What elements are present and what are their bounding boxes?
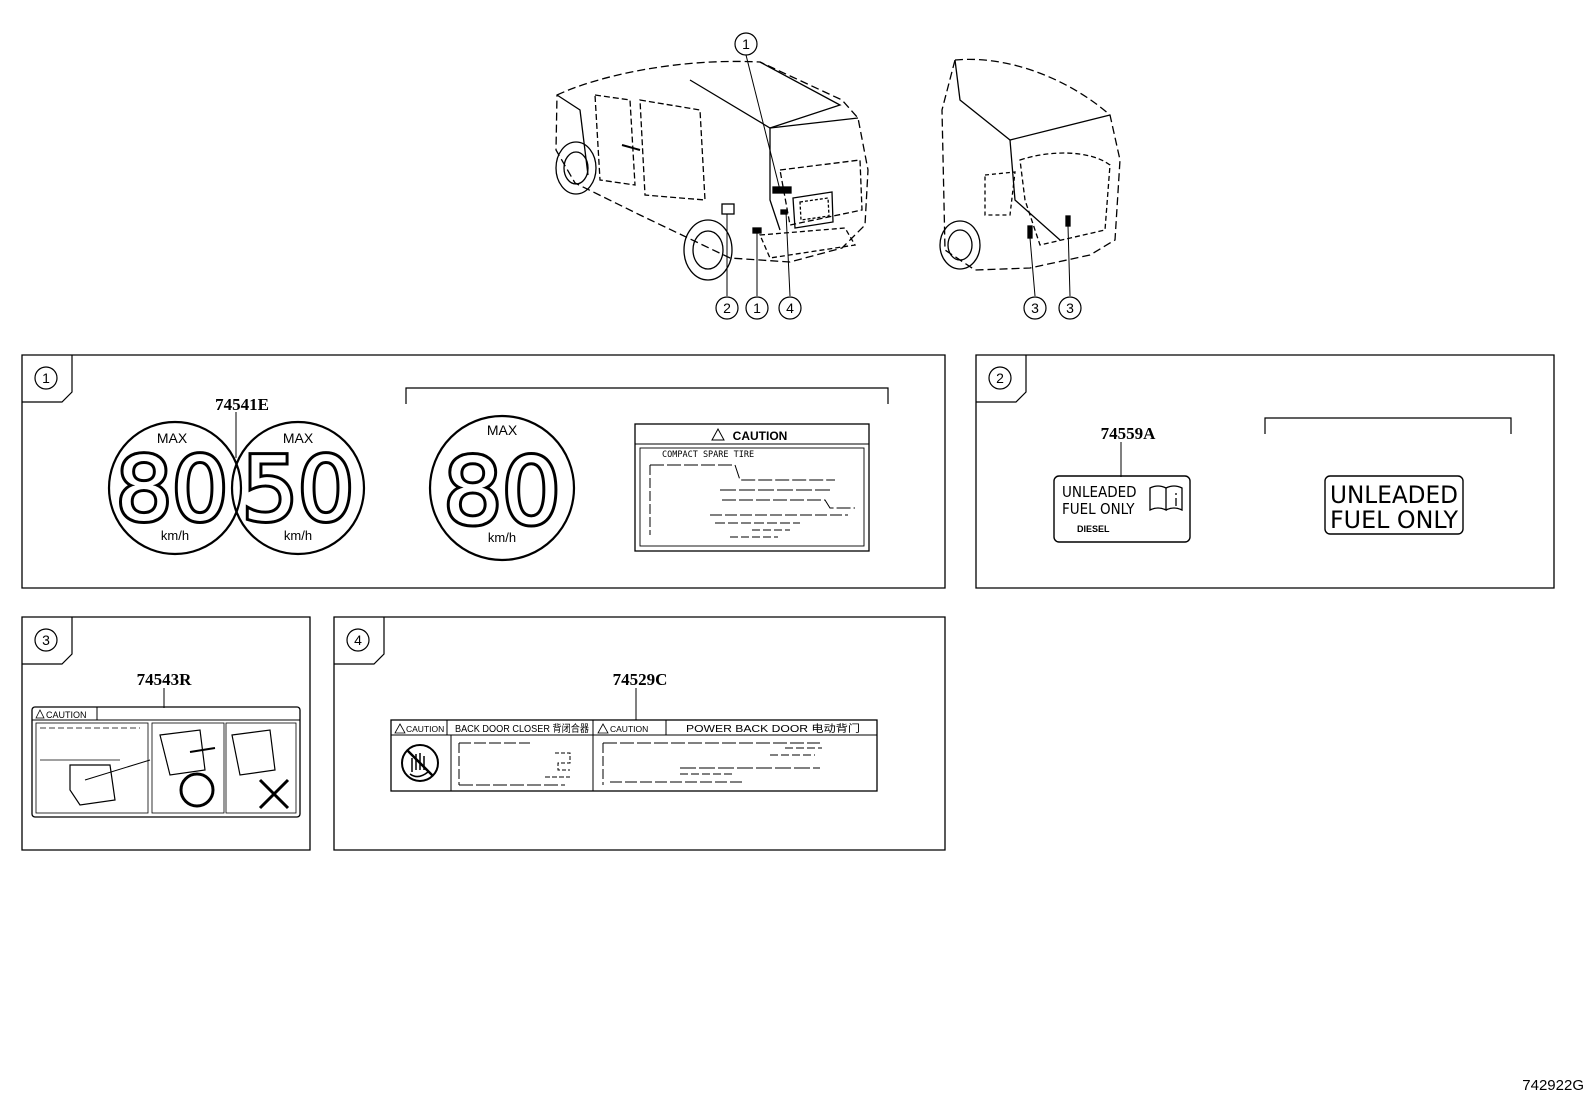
- svg-text:80: 80: [443, 438, 560, 545]
- callout-3b: 3: [1058, 296, 1082, 320]
- svg-text:4: 4: [786, 300, 794, 316]
- svg-text:km/h: km/h: [161, 528, 189, 543]
- svg-text:MAX: MAX: [157, 430, 188, 446]
- part-number-74541E: 74541E: [215, 395, 269, 414]
- svg-text:1: 1: [742, 36, 750, 52]
- panel-1-number: 1: [42, 370, 50, 386]
- svg-text:3: 3: [1066, 300, 1074, 316]
- svg-text:UNLEADED: UNLEADED: [1330, 481, 1458, 509]
- svg-text:2: 2: [996, 370, 1004, 386]
- part-number-74559A: 74559A: [1101, 424, 1157, 443]
- svg-text:50: 50: [242, 438, 354, 541]
- leader-lines: [726, 54, 1071, 297]
- no-hand-icon: [401, 744, 439, 782]
- svg-text:POWER BACK DOOR 电动背门: POWER BACK DOOR 电动背门: [686, 722, 860, 735]
- panel-4: 4 74529C CAUTION BACK DOOR CLOSER 背闭合器 C…: [333, 616, 946, 851]
- svg-text:COMPACT SPARE TIRE: COMPACT SPARE TIRE: [662, 450, 754, 460]
- unleaded-fuel-label-small: UNLEADED FUEL ONLY DIESEL: [1053, 475, 1191, 543]
- svg-text:DIESEL: DIESEL: [1077, 524, 1110, 534]
- panel-1: 1 74541E MAX 80 km/h MAX 50 km/h MAX 80 …: [21, 354, 946, 589]
- vehicle-left-view: [555, 60, 869, 281]
- caution-back-door-label: CAUTION: [31, 706, 301, 818]
- variant-bracket-2: [1264, 417, 1512, 434]
- speed-sign-80-b: MAX 80 km/h: [428, 414, 576, 562]
- svg-text:CAUTION: CAUTION: [46, 710, 87, 720]
- svg-text:2: 2: [723, 300, 731, 316]
- panel-2: 2 74559A UNLEADED FUEL ONLY DIESEL UNLEA…: [975, 354, 1555, 589]
- svg-text:FUEL ONLY: FUEL ONLY: [1062, 500, 1135, 518]
- unleaded-fuel-label-large: UNLEADED FUEL ONLY: [1324, 475, 1464, 535]
- callout-3a: 3: [1023, 296, 1047, 320]
- svg-text:km/h: km/h: [284, 528, 312, 543]
- svg-text:CAUTION: CAUTION: [610, 724, 648, 734]
- svg-text:BACK DOOR CLOSER 背闭合器: BACK DOOR CLOSER 背闭合器: [455, 722, 589, 735]
- svg-text:3: 3: [1031, 300, 1039, 316]
- caution-spare-tire-label: CAUTION COMPACT SPARE TIRE: [634, 423, 870, 552]
- svg-text:FUEL ONLY: FUEL ONLY: [1330, 506, 1458, 534]
- vehicle-right-view: [939, 58, 1121, 271]
- variant-bracket: [405, 387, 889, 404]
- speed-sign-50: MAX 50 km/h: [230, 420, 366, 556]
- svg-text:km/h: km/h: [488, 530, 516, 545]
- callout-1-bottom: 1: [745, 296, 769, 320]
- part-number-74529C: 74529C: [613, 670, 668, 689]
- svg-text:MAX: MAX: [283, 430, 314, 446]
- power-back-door-label: CAUTION BACK DOOR CLOSER 背闭合器 CAUTION PO…: [390, 719, 878, 792]
- svg-text:3: 3: [42, 632, 50, 648]
- manual-book-icon: [1149, 485, 1183, 512]
- part-number-74543R: 74543R: [137, 670, 193, 689]
- panel-3: 3 74543R CAUTION: [21, 616, 311, 851]
- svg-text:80: 80: [116, 438, 228, 541]
- svg-text:1: 1: [753, 300, 761, 316]
- svg-text:4: 4: [354, 632, 362, 648]
- svg-text:UNLEADED: UNLEADED: [1062, 483, 1137, 501]
- callout-1-top: 1: [734, 32, 758, 56]
- diagram-id: 742922G: [1522, 1077, 1584, 1094]
- callout-4-bottom: 4: [778, 296, 802, 320]
- svg-text:MAX: MAX: [487, 422, 518, 438]
- svg-text:CAUTION: CAUTION: [733, 429, 788, 443]
- callout-2-bottom: 2: [715, 296, 739, 320]
- speed-sign-80-a: MAX 80 km/h: [107, 420, 243, 556]
- svg-text:CAUTION: CAUTION: [406, 724, 444, 734]
